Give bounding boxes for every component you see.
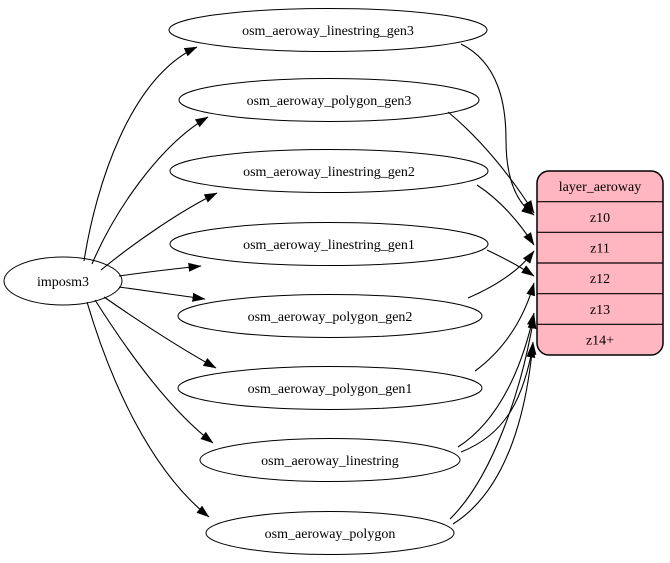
table-node-osm_aeroway_linestring_gen3: osm_aeroway_linestring_gen3 [168,8,488,52]
edge-imposm3-to-osm_aeroway_polygon_gen2 [118,286,206,302]
edge-imposm3-to-osm_aeroway_linestring_gen2 [100,192,218,271]
edge-osm_aeroway_polygon_gen1-to-z12 [474,282,536,372]
record-node-layer_aeroway: layer_aeroway z10 z11 z12 z13 z14+ [536,170,664,356]
edge-osm_aeroway_linestring-to-z13 [457,312,536,448]
node-label-osm_aeroway_linestring_gen3: osm_aeroway_linestring_gen3 [242,24,414,39]
node-label-osm_aeroway_polygon_gen2: osm_aeroway_polygon_gen2 [248,310,413,325]
edge-osm_aeroway_linestring_gen2-to-z11 [476,184,535,246]
node-ellipse-osm_aeroway_polygon_gen1 [177,366,483,410]
edge-imposm3-to-osm_aeroway_linestring [94,299,214,444]
node-label-osm_aeroway_polygon_gen1: osm_aeroway_polygon_gen1 [248,382,413,397]
edge-imposm3-to-osm_aeroway_polygon [86,301,210,518]
node-label-osm_aeroway_polygon: osm_aeroway_polygon [265,527,396,542]
edge-imposm3-to-osm_aeroway_linestring_gen1 [118,262,202,277]
node-ellipse-imposm3 [3,256,123,306]
record-title-layer_aeroway: layer_aeroway [559,180,641,195]
node-label-imposm3: imposm3 [37,275,89,290]
node-label-osm_aeroway_linestring: osm_aeroway_linestring [261,454,399,469]
record-row-z13: z13 [590,303,610,318]
table-node-osm_aeroway_polygon_gen2: osm_aeroway_polygon_gen2 [177,294,483,338]
node-label-osm_aeroway_linestring_gen1: osm_aeroway_linestring_gen1 [243,238,415,253]
record-row-z12: z12 [590,272,610,287]
edge-osm_aeroway_polygon-to-z13 [449,315,537,520]
edge-imposm3-to-osm_aeroway_polygon_gen1 [103,296,217,369]
node-ellipse-osm_aeroway_linestring_gen1 [169,222,489,266]
edge-osm_aeroway_polygon_gen2-to-z11 [467,250,535,299]
node-label-osm_aeroway_linestring_gen2: osm_aeroway_linestring_gen2 [243,165,415,180]
table-node-imposm3: imposm3 [3,256,123,306]
table-node-osm_aeroway_polygon_gen1: osm_aeroway_polygon_gen1 [177,366,483,410]
node-ellipse-osm_aeroway_linestring [199,438,461,482]
node-ellipse-osm_aeroway_linestring_gen3 [168,8,488,52]
edge-osm_aeroway_linestring_gen3-to-z10 [460,43,535,216]
record-row-z10: z10 [590,211,610,226]
edge-osm_aeroway_polygon-to-z14+ [452,341,537,525]
table-node-osm_aeroway_linestring: osm_aeroway_linestring [199,438,461,482]
edge-imposm3-to-osm_aeroway_polygon_gen3 [91,116,209,265]
node-ellipse-osm_aeroway_polygon_gen2 [177,294,483,338]
edge-osm_aeroway_linestring-to-z14+ [460,344,536,453]
node-label-osm_aeroway_polygon_gen3: osm_aeroway_polygon_gen3 [247,94,412,109]
edge-imposm3-to-osm_aeroway_linestring_gen3 [83,46,198,262]
node-ellipse-osm_aeroway_linestring_gen2 [169,149,489,193]
record-row-z14+: z14+ [586,334,614,349]
node-ellipse-osm_aeroway_polygon_gen3 [178,78,480,122]
node-ellipse-osm_aeroway_polygon [205,511,455,555]
edge-osm_aeroway_polygon_gen3-to-z10 [447,111,535,214]
record-row-z11: z11 [590,242,610,257]
table-node-osm_aeroway_linestring_gen2: osm_aeroway_linestring_gen2 [169,149,489,193]
table-node-osm_aeroway_linestring_gen1: osm_aeroway_linestring_gen1 [169,222,489,266]
table-node-osm_aeroway_polygon_gen3: osm_aeroway_polygon_gen3 [178,78,480,122]
table-node-osm_aeroway_polygon: osm_aeroway_polygon [205,511,455,555]
edge-osm_aeroway_linestring_gen1-to-z12 [486,249,535,277]
